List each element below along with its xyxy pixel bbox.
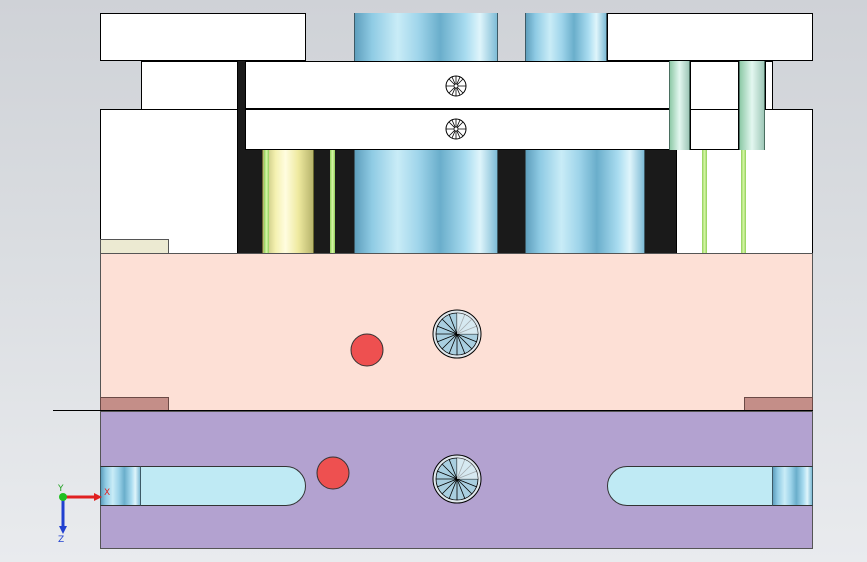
screw-icon <box>445 75 467 97</box>
sprue-bushing-icon <box>432 454 482 504</box>
guide-pin <box>330 150 335 254</box>
red-marker <box>316 456 350 490</box>
ejector-cylinder-right-lower <box>525 149 645 254</box>
ejector-plate-extension <box>690 61 739 150</box>
guide-pin <box>741 150 746 254</box>
top-clamp-plate-left <box>100 13 306 61</box>
spacer-block-left <box>141 61 238 110</box>
coordinate-triad-icon: X Y Z <box>57 484 110 544</box>
guide-pin <box>702 150 707 254</box>
red-marker <box>350 333 384 367</box>
plate-divider <box>690 109 739 110</box>
ejector-cavity-top <box>238 61 246 151</box>
pad-left <box>100 397 169 411</box>
sprue-bushing-icon <box>432 309 482 359</box>
return-pin-section <box>739 61 765 150</box>
slot-bushing-left <box>100 466 141 506</box>
screw-icon <box>445 118 467 140</box>
ejector-cylinder-right <box>525 13 607 61</box>
support-housing-left <box>100 109 238 254</box>
spacer-block-right <box>765 61 773 110</box>
triad-y-label: Y <box>57 484 64 494</box>
return-pin <box>262 150 314 254</box>
pad-right <box>744 397 813 411</box>
slot-bushing-right <box>772 466 813 506</box>
triad-x-label: X <box>104 488 110 498</box>
label-block <box>100 239 169 254</box>
parting-line <box>53 410 813 411</box>
return-pin-section <box>669 61 690 150</box>
triad-z-label: Z <box>58 535 64 544</box>
guide-pin <box>264 150 269 254</box>
top-clamp-plate-right <box>607 13 813 61</box>
